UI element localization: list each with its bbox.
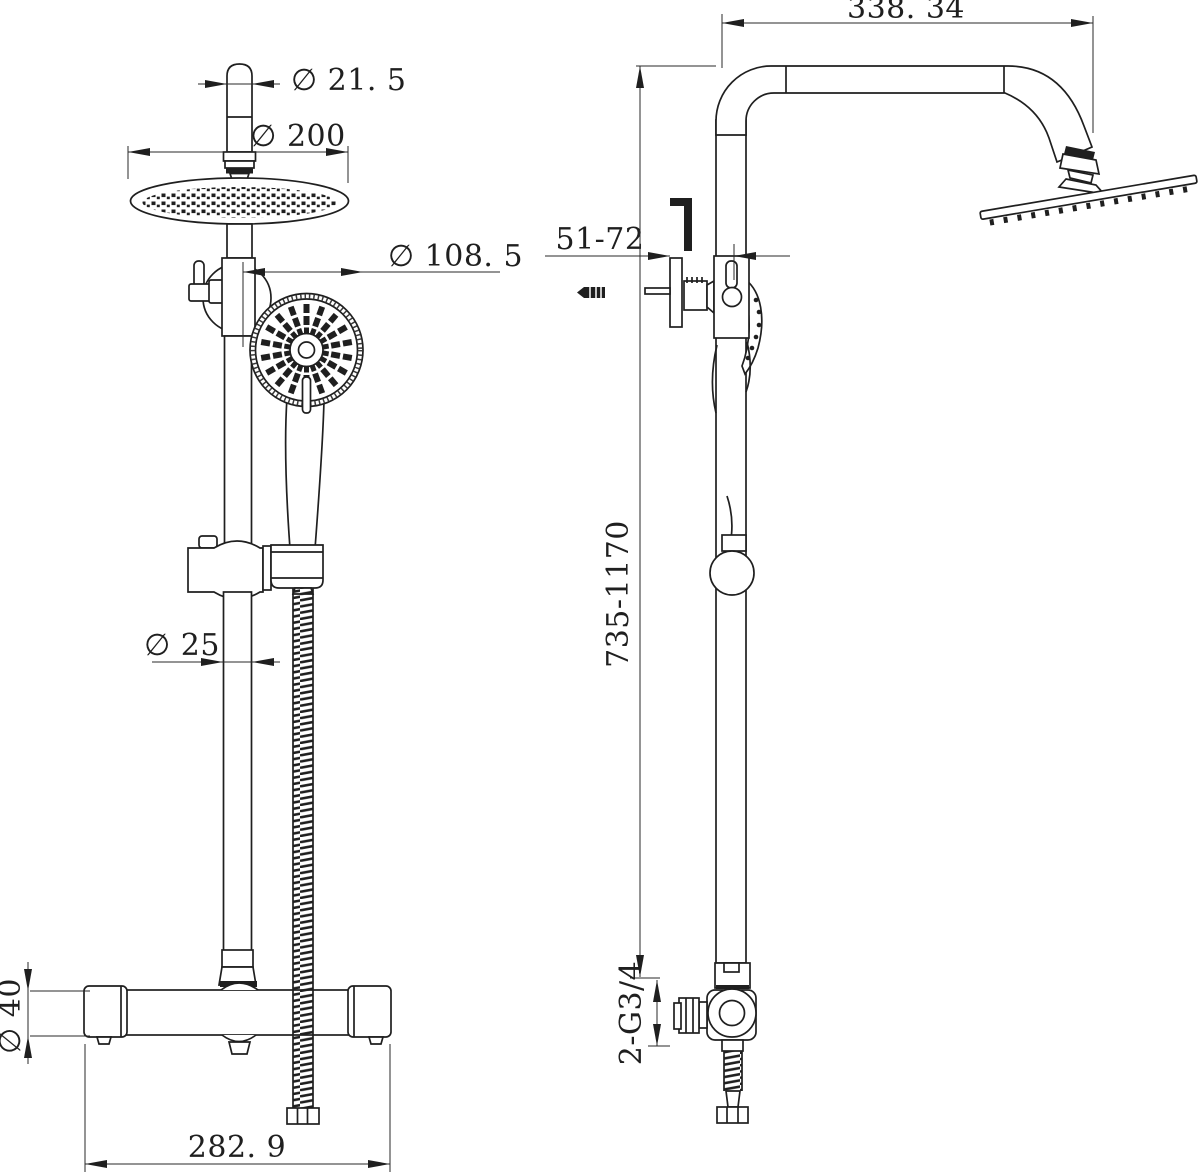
wall-bracket <box>644 255 750 339</box>
dim-hand-shower-diameter: ∅ 108. 5 <box>242 239 523 347</box>
front-view: ∅ 21. 5 ∅ 200 ∅ 108. 5 ∅ 25 <box>0 63 523 1172</box>
handle-holder-cup <box>270 544 324 595</box>
wall-anchor-icon <box>577 287 605 298</box>
dim-mixer-width: 282. 9 <box>84 1044 391 1172</box>
dim-top-pipe-diameter: ∅ 21. 5 <box>198 63 407 98</box>
label-rail-diameter: ∅ 25 <box>144 628 220 663</box>
arm-joint-nut <box>1057 146 1107 196</box>
label-wall-distance: 51-72 <box>556 222 645 257</box>
top-pipe <box>222 63 257 182</box>
thermostatic-mixer <box>83 982 392 1055</box>
dim-mixer-diameter: ∅ 40 <box>0 962 90 1064</box>
label-hand-shower-diameter: ∅ 108. 5 <box>388 239 523 274</box>
label-height-range: 735-1170 <box>601 520 636 668</box>
side-view: 338. 34 51-72 735-1170 2-G3/4 <box>545 0 1198 1124</box>
hand-shower-handle <box>284 396 325 563</box>
label-mixer-diameter: ∅ 40 <box>0 978 28 1054</box>
rain-shower-head-front <box>129 177 350 225</box>
hand-shower-front <box>249 292 364 414</box>
slider-knob <box>709 534 755 596</box>
label-arm-length: 338. 34 <box>847 0 965 26</box>
shower-arm-side <box>715 65 1094 164</box>
dim-height-range: 735-1170 <box>601 65 716 979</box>
dim-rail-diameter: ∅ 25 <box>144 628 280 666</box>
rain-shower-head-side <box>979 174 1198 226</box>
label-mixer-width: 282. 9 <box>188 1130 286 1165</box>
dim-wall-distance: 51-72 <box>545 222 790 280</box>
dim-rain-head-diameter: ∅ 200 <box>127 119 349 183</box>
allen-key-icon <box>670 198 692 251</box>
slider-bracket <box>187 535 272 600</box>
label-top-pipe-diameter: ∅ 21. 5 <box>291 63 407 98</box>
bottom-valve <box>673 962 757 1124</box>
dim-arm-length: 338. 34 <box>721 0 1094 133</box>
shower-hose <box>286 588 320 1125</box>
label-thread-connections: 2-G3/4 <box>614 961 649 1065</box>
label-rain-head-diameter: ∅ 200 <box>250 119 345 154</box>
dim-thread-connections: 2-G3/4 <box>614 961 670 1065</box>
shower-rail <box>217 591 258 987</box>
